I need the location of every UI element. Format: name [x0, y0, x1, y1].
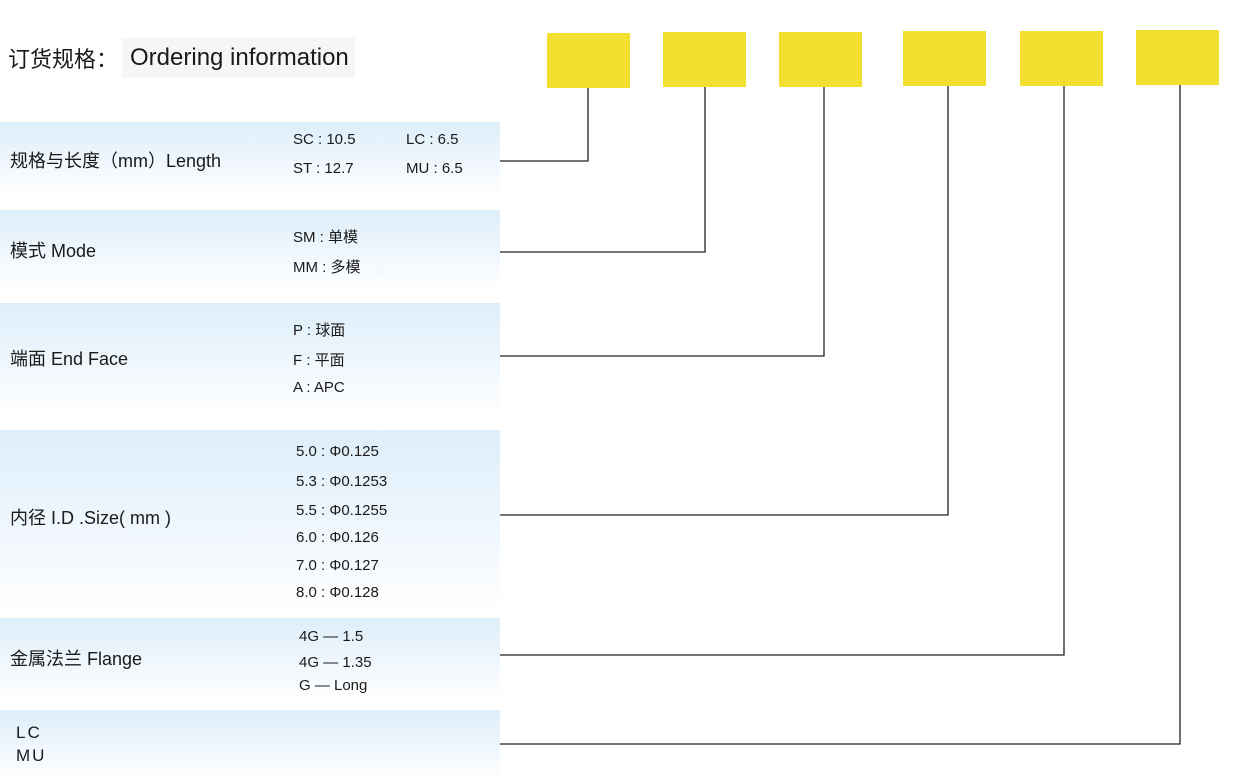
option-mm: MM : 多模: [293, 259, 361, 276]
type-mu: MU: [16, 746, 47, 765]
option-g-long: G — Long: [299, 677, 368, 694]
option-id-8-0: 8.0 : Φ0.128: [296, 584, 379, 601]
row-label-end-face: 端面 End Face: [10, 349, 129, 369]
row-flange: 金属法兰 Flange 4G — 1.5 4G — 1.35 G — Long: [0, 618, 500, 700]
option-lc: LC : 6.5: [406, 131, 459, 148]
row-label-length: 规格与长度（mm）Length: [10, 151, 222, 171]
connector-id-size: [500, 86, 949, 516]
row-id-size: 内径 I.D .Size( mm ) 5.0 : Φ0.125 5.3 : Φ0…: [0, 430, 500, 616]
option-id-5-0: 5.0 : Φ0.125: [296, 443, 379, 460]
option-4g-1-35: 4G — 1.35: [299, 654, 372, 671]
option-st: ST : 12.7: [293, 160, 354, 177]
option-id-5-5: 5.5 : Φ0.1255: [296, 502, 388, 519]
option-id-5-3: 5.3 : Φ0.1253: [296, 473, 388, 490]
type-lc: LC: [16, 723, 42, 742]
connector-mode: [500, 87, 706, 253]
connector-length: [500, 88, 589, 162]
option-id-6-0: 6.0 : Φ0.126: [296, 529, 379, 546]
option-a: A : APC: [293, 379, 345, 396]
option-f: F : 平面: [293, 352, 345, 369]
page-title: 订货规格：Ordering information: [8, 38, 355, 78]
option-id-7-0: 7.0 : Φ0.127: [296, 557, 379, 574]
option-sc: SC : 10.5: [293, 131, 356, 148]
option-p: P : 球面: [293, 322, 346, 339]
row-length: 规格与长度（mm）Length SC : 10.5 LC : 6.5 ST : …: [0, 122, 500, 198]
title-zh: 订货规格：: [8, 48, 119, 73]
code-box-length: [547, 33, 630, 88]
code-box-mode: [663, 32, 746, 87]
code-box-id-size: [903, 31, 986, 86]
row-end-face: 端面 End Face P : 球面 F : 平面 A : APC: [0, 303, 500, 417]
code-box-type: [1136, 30, 1219, 85]
option-mu: MU : 6.5: [406, 160, 463, 177]
connector-end-face: [500, 87, 825, 357]
code-box-end-face: [779, 32, 862, 87]
connector-flange: [500, 86, 1065, 656]
row-type: LC MU: [0, 710, 500, 780]
row-label-id-size: 内径 I.D .Size( mm ): [10, 508, 171, 528]
row-label-mode: 模式 Mode: [10, 241, 97, 261]
code-box-flange: [1020, 31, 1103, 86]
option-4g-1-5: 4G — 1.5: [299, 628, 364, 645]
connector-type: [500, 85, 1181, 745]
title-en: Ordering information: [122, 38, 355, 78]
row-mode: 模式 Mode SM : 单模 MM : 多模: [0, 210, 500, 290]
row-label-flange: 金属法兰 Flange: [10, 649, 143, 669]
option-sm: SM : 单模: [293, 229, 359, 246]
